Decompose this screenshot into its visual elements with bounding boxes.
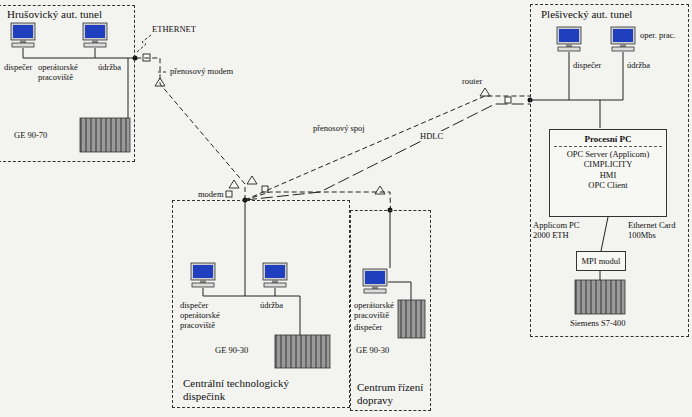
drawing-part (11, 23, 35, 47)
annotation-label: GE 90-70 (14, 130, 47, 140)
node-title: Procesní PC (554, 134, 662, 147)
node-title: Hrušovický aut. tunel (7, 8, 102, 21)
ethernet-link (137, 35, 166, 72)
annotation-label: dispečer (4, 62, 32, 72)
drawing-part (23, 48, 135, 118)
annotation-label: modem (198, 189, 224, 199)
drawing-part (388, 210, 411, 300)
network-link (601, 217, 608, 251)
annotation-label: přenosový modem (170, 66, 233, 76)
drawing-part (247, 176, 257, 184)
drawing-part (398, 300, 425, 338)
node-text: HMI (554, 170, 662, 181)
annotation-label: dispečer (354, 322, 382, 332)
drawing-part (363, 269, 387, 293)
drawing-part (557, 27, 581, 51)
annotation-label: router (462, 76, 482, 86)
network-link (245, 192, 391, 210)
node-text: OPC Server (Applicom) (554, 149, 662, 160)
annotation-label: oper. prac. (640, 30, 686, 40)
process-pc-box: Procesní PC OPC Server (Applicom)CIMPLICI… (549, 129, 667, 217)
computer-icon (11, 23, 635, 293)
drawing-part (611, 27, 635, 51)
annotation-label: Applicom PC 2000 ETH (533, 220, 589, 240)
annotation-label: dispečer (180, 300, 208, 310)
drawing-part (83, 23, 107, 47)
annotation-label: údržba (260, 300, 283, 310)
link-label: HDLC (418, 131, 445, 141)
modem-symbol (143, 54, 511, 197)
drawing-part (229, 180, 239, 188)
drawing-part (375, 186, 385, 194)
drawing-part (226, 191, 232, 197)
node-text: CIMPLICITY (554, 159, 662, 170)
node-title: Plešivecký aut. tunel (541, 8, 632, 21)
drawing-part (158, 72, 166, 73)
annotation-label: operátorské pracoviště (38, 62, 88, 82)
drawing-part (575, 280, 625, 314)
link-label: přenosový spoj (311, 123, 367, 133)
node-text: OPC Client (554, 180, 662, 191)
plc-rack (80, 118, 625, 368)
annotation-label: operátorské pracoviště (354, 300, 396, 320)
annotation-label: údržba (98, 62, 121, 72)
annotation-label: Ethernet Card 100Mbs (628, 220, 684, 240)
annotation-label: GE 90-30 (215, 345, 248, 355)
drawing-part (505, 97, 511, 103)
drawing-part (275, 335, 330, 368)
network-link (245, 96, 530, 200)
tunnel-region: Plešivecký aut. tunelProcesní PC OPC Serv… (530, 4, 689, 337)
interface-box: MPI modul (576, 251, 626, 271)
drawing-part (262, 186, 268, 192)
drawing-part (137, 35, 151, 52)
drawing-part (263, 263, 287, 287)
annotation-label: GE 90-30 (356, 345, 389, 355)
node-title: Centrum řízení dopravy (357, 381, 427, 407)
node-title: MPI modul (581, 256, 621, 267)
drawing-part (480, 88, 490, 96)
network-link (135, 58, 245, 200)
annotation-label: údržba (627, 60, 650, 70)
node-title: Centrální technologický dispečink (183, 377, 303, 403)
drawing-part (143, 54, 150, 61)
network-link (245, 104, 530, 200)
drawing-part (80, 118, 130, 152)
annotation-label: ETHERNET (152, 24, 196, 34)
annotation-label: operátorské pracoviště (180, 310, 250, 330)
network-hub (133, 56, 533, 213)
drawing-part (191, 263, 215, 287)
annotation-label: Siemens S7-400 (570, 318, 626, 328)
annotation-label: dispečer (573, 60, 601, 70)
network-wire (23, 48, 623, 335)
